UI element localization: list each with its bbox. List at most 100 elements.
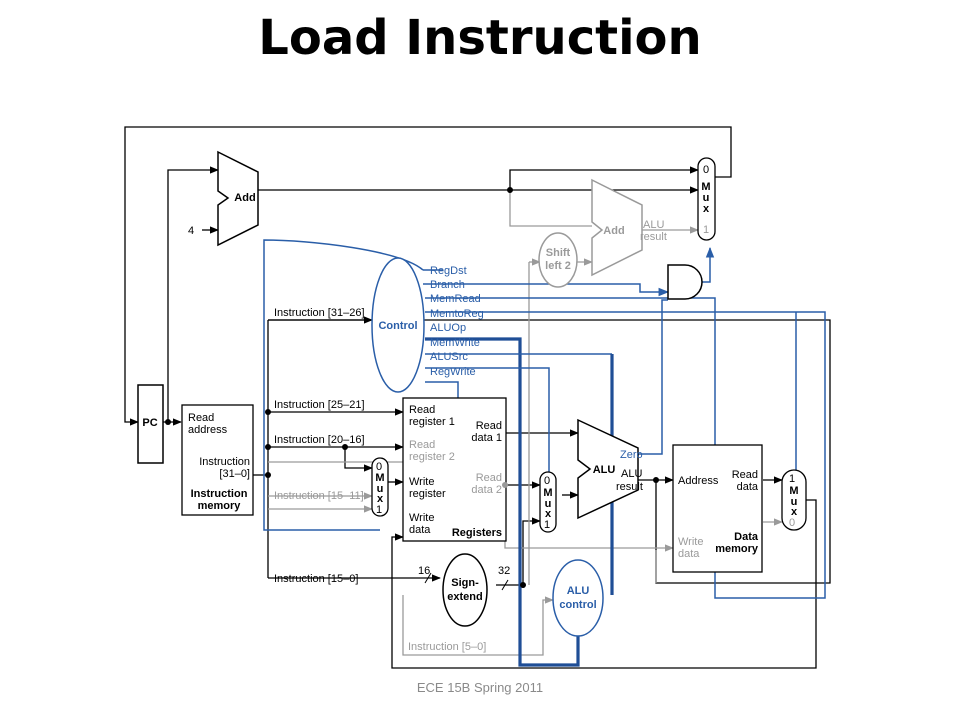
branch-adder: Add ALU result bbox=[591, 178, 667, 277]
svg-text:M: M bbox=[543, 487, 552, 499]
svg-text:Write: Write bbox=[409, 476, 434, 488]
svg-text:Sign-: Sign- bbox=[451, 577, 479, 589]
sign-extend: Sign- extend 16 32 bbox=[418, 553, 510, 627]
shift-left-2: Shift left 2 bbox=[538, 232, 578, 288]
alu-control: ALU control bbox=[552, 559, 604, 637]
svg-text:result: result bbox=[640, 231, 667, 243]
memtoreg-mux: 1 M u x 0 bbox=[781, 469, 807, 531]
svg-text:Instruction [31–26]: Instruction [31–26] bbox=[274, 307, 365, 319]
svg-text:u: u bbox=[791, 496, 798, 508]
svg-text:Write: Write bbox=[678, 536, 703, 548]
data-memory: Address Read data Write data Data memory bbox=[672, 444, 763, 573]
svg-text:Instruction [5–0]: Instruction [5–0] bbox=[408, 641, 486, 653]
signal-memread: MemRead bbox=[430, 293, 481, 305]
wire-junctions bbox=[165, 187, 659, 588]
svg-text:left 2: left 2 bbox=[545, 260, 571, 272]
svg-text:0: 0 bbox=[789, 517, 795, 529]
pc-source-mux: 0 M u x 1 bbox=[697, 157, 716, 241]
slide-title: Load Instruction bbox=[258, 10, 702, 66]
black-wires bbox=[124, 126, 831, 669]
svg-text:data: data bbox=[737, 481, 759, 493]
gray-wires bbox=[268, 190, 783, 656]
svg-text:Read: Read bbox=[476, 472, 502, 484]
svg-text:address: address bbox=[188, 424, 228, 436]
signal-alusrc: ALUSrc bbox=[430, 351, 468, 363]
svg-text:Zero: Zero bbox=[620, 449, 643, 461]
svg-text:32: 32 bbox=[498, 565, 510, 577]
signal-aluop: ALUOp bbox=[430, 322, 466, 334]
svg-text:ALU: ALU bbox=[567, 585, 590, 597]
svg-text:result: result bbox=[616, 481, 643, 493]
instruction-memory: Read address Instruction [31–0] Instruct… bbox=[181, 404, 254, 516]
svg-text:data: data bbox=[409, 524, 431, 536]
svg-text:M: M bbox=[789, 485, 798, 497]
svg-text:Instruction: Instruction bbox=[199, 456, 250, 468]
signal-memwrite: MemWrite bbox=[430, 337, 480, 349]
svg-text:1: 1 bbox=[376, 504, 382, 516]
svg-text:ALU: ALU bbox=[593, 464, 616, 476]
svg-text:Shift: Shift bbox=[546, 247, 571, 259]
svg-text:x: x bbox=[791, 506, 798, 518]
svg-text:u: u bbox=[377, 483, 384, 495]
svg-text:register 1: register 1 bbox=[409, 416, 455, 428]
signal-memtoreg: MemtoReg bbox=[430, 308, 484, 320]
svg-text:Add: Add bbox=[603, 225, 624, 237]
svg-text:0: 0 bbox=[703, 164, 709, 176]
svg-text:memory: memory bbox=[715, 543, 759, 555]
svg-text:data 2: data 2 bbox=[471, 484, 502, 496]
svg-text:Data: Data bbox=[734, 531, 759, 543]
svg-text:control: control bbox=[559, 599, 596, 611]
svg-text:1: 1 bbox=[703, 224, 709, 236]
main-alu: ALU Zero ALU result bbox=[577, 418, 643, 520]
svg-text:1: 1 bbox=[789, 473, 795, 485]
svg-text:Read: Read bbox=[476, 420, 502, 432]
svg-text:ALU: ALU bbox=[621, 468, 642, 480]
svg-text:data: data bbox=[678, 548, 700, 560]
branch-and-gate bbox=[667, 264, 703, 300]
svg-text:Instruction: Instruction bbox=[191, 488, 248, 500]
svg-text:u: u bbox=[703, 192, 710, 204]
svg-text:Read: Read bbox=[732, 469, 758, 481]
svg-text:register 2: register 2 bbox=[409, 451, 455, 463]
slide-footer: ECE 15B Spring 2011 bbox=[416, 680, 544, 695]
svg-text:[31–0]: [31–0] bbox=[219, 468, 250, 480]
svg-text:Read: Read bbox=[188, 412, 214, 424]
register-file: Read register 1 Read register 2 Write re… bbox=[402, 397, 507, 542]
svg-text:Registers: Registers bbox=[452, 527, 502, 539]
svg-text:memory: memory bbox=[198, 500, 242, 512]
svg-text:1: 1 bbox=[544, 519, 550, 531]
pc-label: PC bbox=[142, 417, 157, 429]
svg-text:Instruction [25–21]: Instruction [25–21] bbox=[274, 399, 365, 411]
svg-text:Instruction [15–11]: Instruction [15–11] bbox=[274, 490, 364, 502]
svg-text:Read: Read bbox=[409, 439, 435, 451]
regdst-mux: 0 M u x 1 bbox=[371, 457, 389, 517]
svg-text:Instruction [20–16]: Instruction [20–16] bbox=[274, 434, 365, 446]
constant-four: 4 bbox=[188, 225, 194, 237]
svg-text:M: M bbox=[701, 181, 710, 193]
svg-text:Read: Read bbox=[409, 404, 435, 416]
svg-text:x: x bbox=[545, 508, 552, 520]
svg-text:x: x bbox=[377, 493, 384, 505]
alusrc-mux: 0 M u x 1 bbox=[539, 471, 557, 533]
svg-text:ALU: ALU bbox=[643, 219, 664, 231]
signal-regwrite: RegWrite bbox=[430, 366, 476, 378]
instruction-field-labels: Instruction [31–26] Instruction [25–21] … bbox=[274, 307, 486, 653]
svg-text:Address: Address bbox=[678, 475, 719, 487]
signal-branch: Branch bbox=[430, 279, 465, 291]
svg-text:0: 0 bbox=[544, 475, 550, 487]
control-label: Control bbox=[378, 320, 417, 332]
svg-text:Instruction [15–0]: Instruction [15–0] bbox=[274, 573, 358, 585]
svg-text:16: 16 bbox=[418, 565, 430, 577]
control-wires bbox=[263, 239, 826, 667]
svg-text:M: M bbox=[375, 472, 384, 484]
svg-text:u: u bbox=[545, 498, 552, 510]
control-unit: Control bbox=[371, 257, 425, 393]
svg-text:x: x bbox=[703, 203, 710, 215]
add-label: Add bbox=[234, 192, 255, 204]
svg-text:extend: extend bbox=[447, 591, 482, 603]
pc-register: PC bbox=[137, 384, 164, 464]
svg-text:data 1: data 1 bbox=[471, 432, 502, 444]
pc-adder: Add bbox=[217, 150, 259, 247]
svg-text:Write: Write bbox=[409, 512, 434, 524]
